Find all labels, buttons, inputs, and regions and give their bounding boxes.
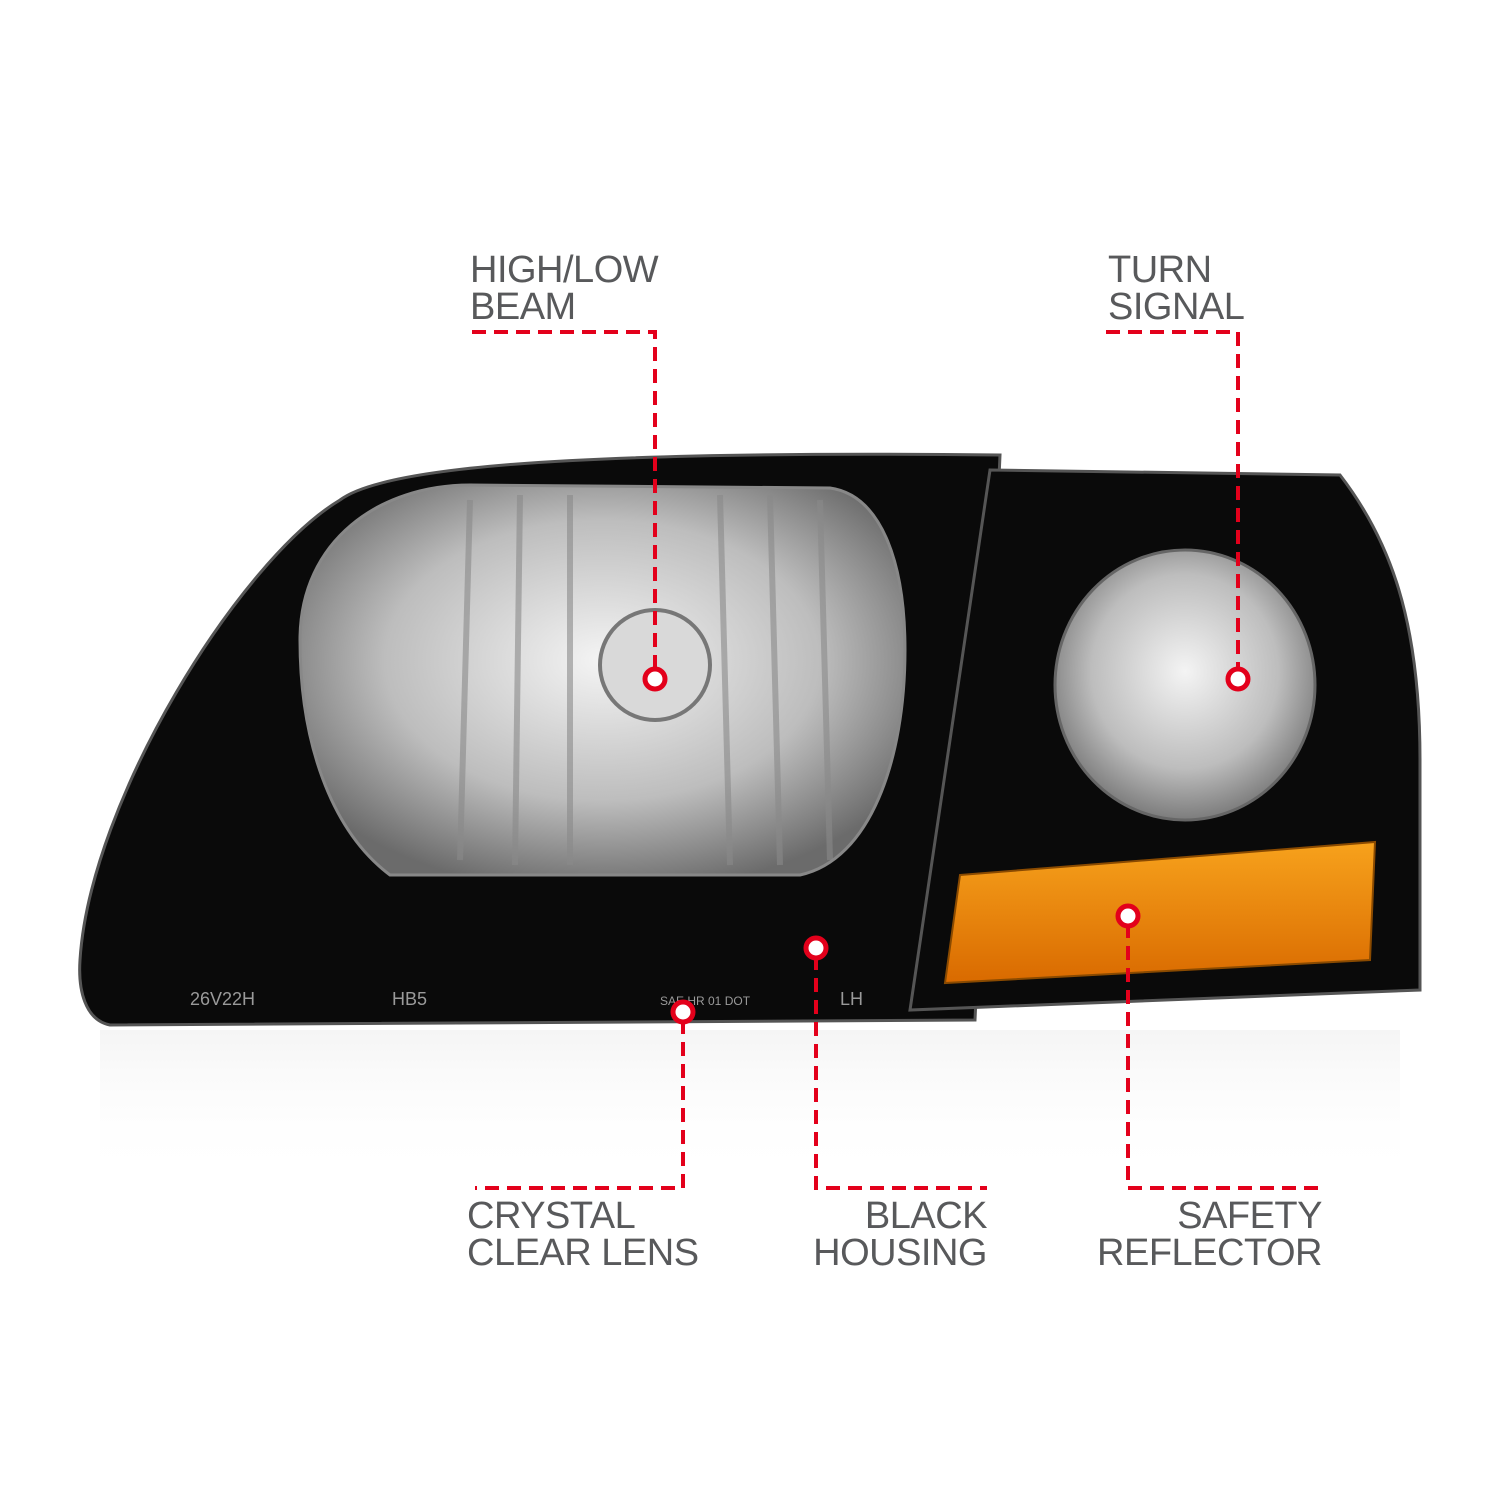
callout-dots: [642, 666, 1251, 1025]
label-line: BLACK: [864, 1195, 988, 1237]
label-line: REFLECTOR: [1097, 1232, 1322, 1274]
callout-line-high-low-beam: [472, 330, 657, 672]
label-line: CRYSTAL: [467, 1195, 636, 1237]
callout-line-turn-signal: [1106, 330, 1240, 672]
callout-line-black-housing: [814, 956, 987, 1190]
callout-dot-black-housing: [803, 935, 829, 961]
label-line: CLEAR LENS: [467, 1232, 699, 1274]
callout-line-safety-reflector: [1126, 924, 1322, 1190]
marking-bulb: HB5: [392, 989, 427, 1009]
label-line: SAFETY: [1177, 1195, 1322, 1237]
floor-reflection: [100, 1030, 1400, 1180]
callout-dot-safety-reflector: [1115, 903, 1141, 929]
marking-side: LH: [840, 989, 863, 1009]
label-line: HOUSING: [813, 1232, 987, 1274]
label-line: BEAM: [470, 286, 576, 328]
label-high-low-beam: HIGH/LOW BEAM: [470, 249, 659, 328]
marking-code: 26V22H: [190, 989, 255, 1009]
callout-lines: [472, 330, 1322, 1190]
label-crystal-clear-lens: CRYSTAL CLEAR LENS: [467, 1195, 699, 1274]
callout-dot-high-low-beam: [642, 666, 668, 692]
turn-signal-bowl: [1053, 548, 1317, 822]
callout-line-crystal-clear-lens: [475, 1020, 685, 1190]
label-black-housing: BLACK HOUSING: [813, 1195, 988, 1274]
label-safety-reflector: SAFETY REFLECTOR: [1097, 1195, 1322, 1274]
amber-reflector: [943, 840, 1377, 985]
label-line: SIGNAL: [1108, 286, 1245, 328]
label-turn-signal: TURN SIGNAL: [1108, 249, 1245, 328]
callout-dot-crystal-clear-lens: [670, 999, 696, 1025]
callout-dot-turn-signal: [1225, 666, 1251, 692]
label-line: HIGH/LOW: [470, 249, 659, 291]
label-line: TURN: [1108, 249, 1212, 291]
